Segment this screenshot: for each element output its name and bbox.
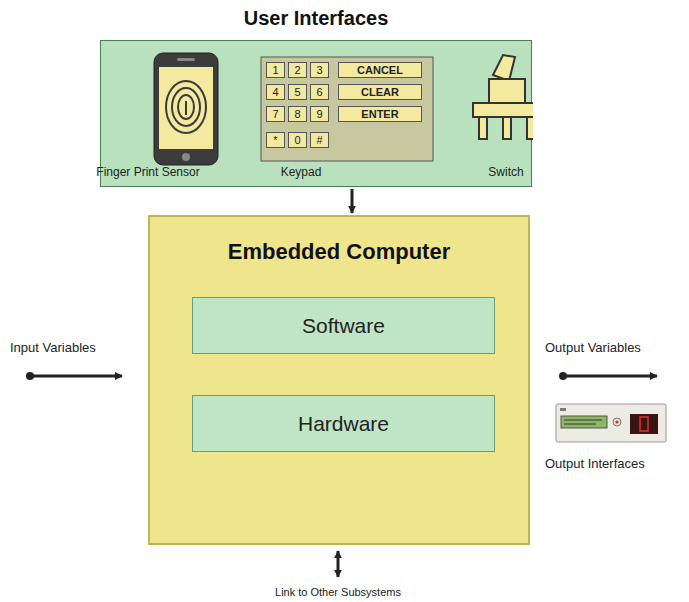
keypad-key: 0 [288,132,307,148]
keypad-key: 9 [310,106,329,122]
keypad-key: * [266,132,285,148]
keypad-key: 2 [288,62,307,78]
box-label: Hardware [298,412,389,436]
box-heading: Embedded Computer [150,217,528,265]
keypad-body [261,57,433,161]
icon-caption: Finger Print Sensor [96,165,199,179]
fingerprint-phone [154,53,218,165]
input-arrow [26,372,122,380]
box-label: Software [302,314,385,338]
toggle-switch [473,55,533,139]
keypad-key: 4 [266,84,285,100]
flow-arrow [351,189,354,213]
computer-box: Embedded ComputerSoftwareHardware [148,215,530,545]
link-label: Link to Other Subsystems [275,586,401,598]
output-device [556,404,666,442]
io-label: Input Variables [10,340,96,355]
keypad-key: 5 [288,84,307,100]
output-arrow [559,372,657,380]
keypad-key: CANCEL [338,62,422,78]
keypad-key: 1 [266,62,285,78]
keypad-key: ENTER [338,106,422,122]
software-box: Software [192,297,495,354]
io-label: Output Interfaces [545,456,645,471]
keypad-key: # [310,132,329,148]
keypad-key: 7 [266,106,285,122]
keypad-key: 6 [310,84,329,100]
keypad-key: CLEAR [338,84,422,100]
icon-caption: Keypad [281,165,322,179]
box-heading: User Interfaces [101,7,531,30]
keypad-key: 3 [310,62,329,78]
io-label: Output Variables [545,340,641,355]
hardware-box: Hardware [192,395,495,452]
keypad-key: 8 [288,106,307,122]
link-arrow [338,551,339,577]
icon-caption: Switch [488,165,523,179]
